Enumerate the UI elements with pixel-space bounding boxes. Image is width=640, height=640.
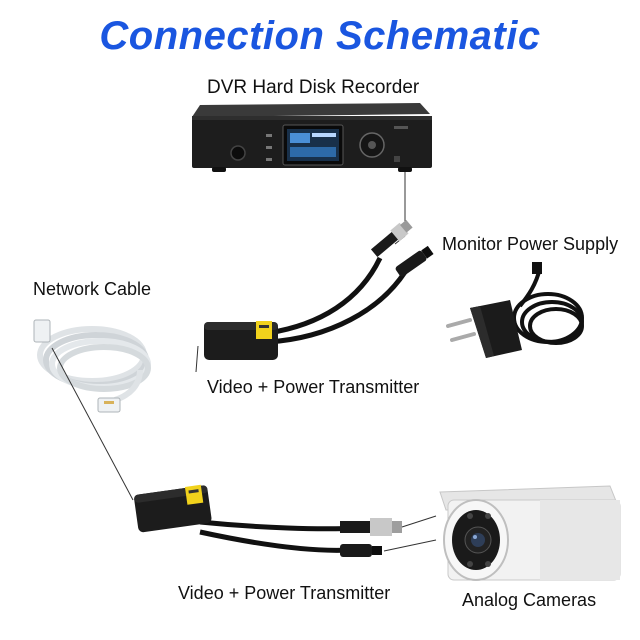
network-cable-coil bbox=[33, 319, 151, 413]
transmitter-top bbox=[204, 219, 434, 360]
camera-bullet bbox=[439, 485, 621, 581]
network-cable-label: Network Cable bbox=[33, 279, 152, 299]
page-title: Connection Schematic bbox=[99, 14, 541, 58]
transmitter-bottom-label: Video + Power Transmitter bbox=[178, 583, 391, 603]
transmitter-top-label: Video + Power Transmitter bbox=[207, 377, 420, 397]
network-connection-line bbox=[51, 347, 134, 501]
dvr-recorder bbox=[192, 103, 432, 172]
dvr-label: DVR Hard Disk Recorder bbox=[207, 77, 420, 98]
monitor-power-supply-label: Monitor Power Supply bbox=[442, 234, 619, 254]
transmitter-bottom bbox=[134, 484, 402, 557]
analog-cameras-label: Analog Cameras bbox=[462, 590, 597, 610]
power-adapter bbox=[446, 262, 584, 358]
